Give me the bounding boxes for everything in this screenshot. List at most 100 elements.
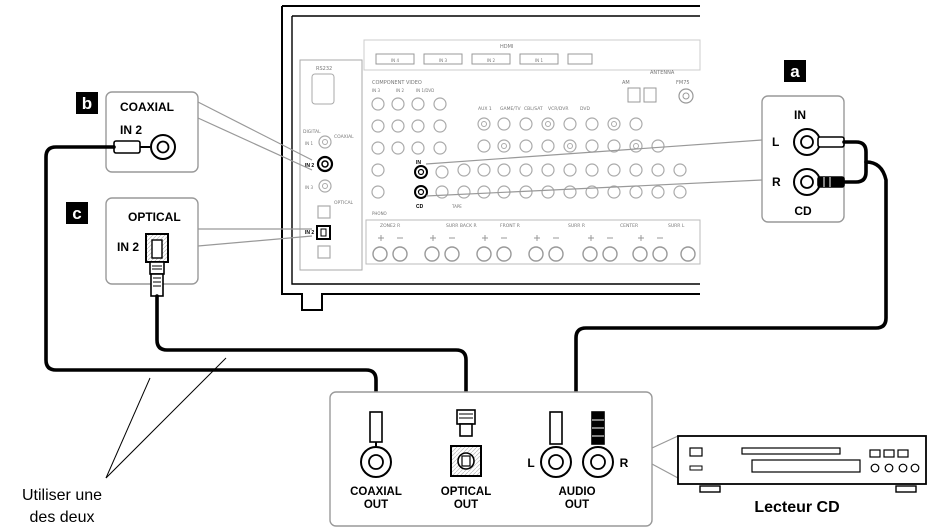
cd-r-label: R [772, 175, 781, 189]
hdmi-jack [471, 53, 511, 65]
receiver-rear-panel: HDMI IN 4 IN 3 IN 2 IN 1 RS232 COMPONENT… [281, 5, 701, 311]
speaker-label: FRONT R [500, 223, 520, 229]
coaxial-cable [44, 145, 378, 414]
digital-optical-label: OPTICAL [334, 200, 354, 206]
av-group-label: VCR/DVR [548, 106, 568, 112]
svg-text:b: b [82, 94, 92, 113]
optical-in-1-jack [317, 205, 331, 219]
audio-out-label-1: AUDIO [558, 486, 595, 498]
cables [44, 140, 888, 414]
av-group-label: AUX 1 [478, 106, 492, 112]
cd-analog-callout: IN L R CD [761, 95, 845, 223]
hdmi-jack [423, 53, 463, 65]
usage-note: Utiliser une des deux [22, 357, 227, 526]
note-line-1: Utiliser une [22, 487, 102, 504]
fm-jack [678, 88, 694, 104]
am-terminal [643, 87, 657, 103]
component-in-2: IN 2 [396, 88, 404, 93]
hdmi-row: IN 4 IN 3 IN 2 IN 1 [375, 53, 593, 65]
device-label: Lecteur CD [754, 499, 839, 516]
svg-text:a: a [790, 62, 800, 81]
coaxial-callout: COAXIAL IN 2 [105, 91, 199, 173]
av-group-label: GAME/TV [500, 106, 522, 112]
speaker-terminals: ZONE2 R SURR BACK R FRONT R SURR R CENTE… [365, 219, 701, 265]
panel-cd-in-label: IN [416, 160, 421, 166]
note-line-2: des deux [30, 509, 95, 526]
badge-a: a [784, 60, 806, 82]
panel-cd-l-jack [414, 165, 428, 179]
callout-lines [197, 101, 763, 479]
coaxial-jack-label: IN 2 [120, 123, 142, 137]
hdmi-in-4: IN 4 [391, 58, 399, 63]
coax-in-1-jack [318, 135, 332, 149]
audio-out-r-label: R [620, 456, 629, 470]
cd-in-label: IN [794, 108, 806, 122]
digital-coaxial-label: COAXIAL [334, 134, 354, 140]
speaker-label: SURR R [568, 223, 585, 229]
cd-label: CD [794, 204, 812, 218]
optical-in-3-jack [317, 245, 331, 259]
speaker-label: ZONE2 R [380, 223, 400, 229]
audio-out-l-plug [549, 411, 563, 445]
display-window [751, 459, 861, 473]
av-group-label: DVD [580, 106, 590, 112]
coaxial-title: COAXIAL [120, 100, 174, 114]
component-video-jacks [371, 97, 447, 199]
optical-out-plug [456, 409, 476, 425]
coaxial-out-label-1: COAXIAL [350, 486, 402, 498]
panel-cd-r-jack [414, 185, 428, 199]
component-video-label: COMPONENT VIDEO [372, 80, 422, 86]
hdmi-jack [375, 53, 415, 65]
optical-out-label-1: OPTICAL [441, 486, 491, 498]
hdmi-in-2: IN 2 [487, 58, 495, 63]
badge-b: b [76, 92, 98, 114]
coaxial-out-plug [369, 411, 383, 443]
cd-l-label: L [772, 135, 779, 149]
cd-player-device: Lecteur CD [677, 435, 927, 516]
optical-title: OPTICAL [128, 210, 181, 224]
rs232-label: RS232 [316, 66, 332, 72]
antenna-label: ANTENNA [650, 70, 675, 76]
component-in-3: IN 3 [372, 88, 380, 93]
svg-text:c: c [72, 204, 81, 223]
hdmi-jack [519, 53, 559, 65]
coaxial-out: COAXIAL OUT [350, 411, 402, 511]
coaxial-out-label-2: OUT [364, 499, 388, 511]
component-in-1: IN 1/DVD [416, 88, 434, 93]
rs232-port [311, 73, 335, 105]
digital-optical-in-2: IN 2 [305, 230, 314, 236]
am-terminal [627, 87, 641, 103]
phono-label: PHONO [372, 211, 387, 216]
digital-label: DIGITAL [303, 129, 321, 135]
digital-in-3: IN 3 [305, 185, 313, 190]
panel-cd-label: CD [416, 204, 424, 210]
av-group-label: CBL/SAT [524, 106, 543, 112]
am-label: AM [622, 80, 630, 86]
power-button [689, 447, 703, 457]
optical-in-2-jack [316, 225, 331, 240]
player-output-callout: COAXIAL OUT OPTICAL OUT L [329, 391, 653, 527]
speaker-label: CENTER [620, 223, 638, 229]
hdmi-in-3: IN 3 [439, 58, 447, 63]
tape-label: TAPE [451, 204, 462, 209]
hdmi-label: HDMI [500, 44, 513, 50]
badge-c: c [66, 202, 88, 224]
audio-cable [842, 140, 868, 184]
optical-out-label-2: OUT [454, 499, 478, 511]
speaker-label: SURR L [668, 223, 685, 229]
coax-in-3-jack [318, 179, 332, 193]
optical-cable [155, 294, 468, 412]
coaxial-plug [113, 140, 141, 154]
cd-r-plug [817, 176, 845, 188]
optical-callout: OPTICAL IN 2 [105, 197, 199, 297]
digital-in-2: IN 2 [305, 163, 314, 169]
digital-in-1: IN 1 [305, 141, 313, 146]
disc-tray [741, 447, 841, 455]
optical-plug [149, 261, 165, 275]
audio-out: L R AUDIO OUT [527, 411, 629, 511]
coax-in-2-jack [316, 155, 334, 173]
cd-l-plug [817, 136, 845, 148]
speaker-label: SURR BACK R [446, 223, 477, 229]
optical-jack-label: IN 2 [117, 240, 139, 254]
